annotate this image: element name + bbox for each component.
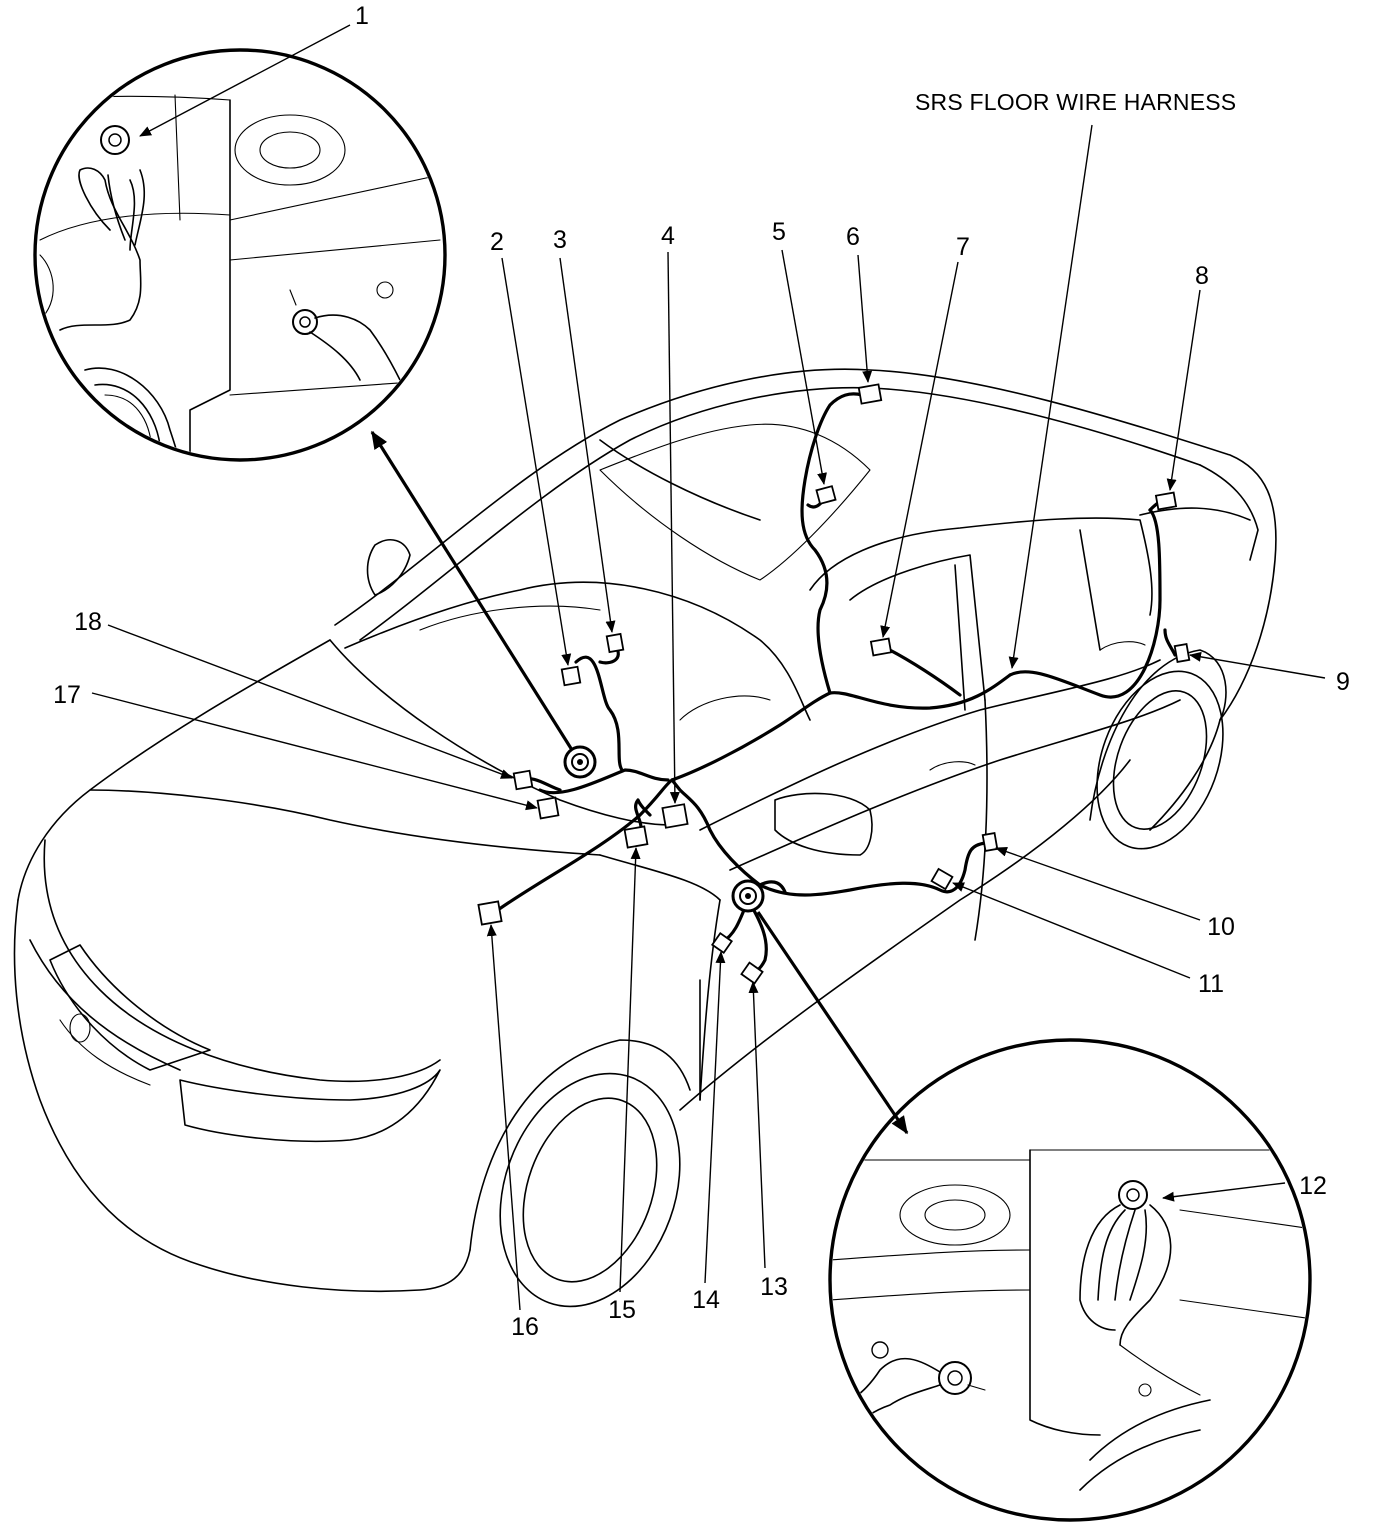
callout-3: 3 xyxy=(553,226,567,254)
connector-8 xyxy=(1154,491,1178,511)
callout-12: 12 xyxy=(1299,1172,1327,1200)
callout-1: 1 xyxy=(355,2,369,30)
connector-4 xyxy=(661,803,689,829)
connector-3 xyxy=(605,632,625,654)
callout-4: 4 xyxy=(661,222,675,250)
connector-17 xyxy=(536,796,560,820)
callout-5: 5 xyxy=(772,218,786,246)
detail-view-1 xyxy=(33,48,447,462)
callout-9: 9 xyxy=(1336,668,1350,696)
ground-point-front xyxy=(563,745,597,779)
leader-lines xyxy=(91,24,1326,1311)
callout-2: 2 xyxy=(490,228,504,256)
callout-16: 16 xyxy=(511,1313,539,1341)
connector-10 xyxy=(981,832,999,852)
callout-labels: SRS FLOOR WIRE HARNESS 1 2 3 4 5 6 7 8 9… xyxy=(53,2,1350,1341)
connector-11 xyxy=(930,867,954,891)
car-body-outline xyxy=(13,368,1277,1308)
callout-6: 6 xyxy=(846,223,860,251)
detail-view-12 xyxy=(828,1038,1312,1522)
callout-14: 14 xyxy=(692,1286,720,1314)
callout-18: 18 xyxy=(74,608,102,636)
callout-15: 15 xyxy=(608,1296,636,1324)
callout-7: 7 xyxy=(956,233,970,261)
callout-13: 13 xyxy=(760,1273,788,1301)
srs-floor-wire-harness xyxy=(493,392,1177,974)
callout-8: 8 xyxy=(1195,262,1209,290)
connector-18 xyxy=(512,769,534,791)
connector-5 xyxy=(815,485,837,505)
connector-9 xyxy=(1173,643,1191,663)
callout-17: 17 xyxy=(53,681,81,709)
connector-13 xyxy=(740,961,764,985)
connector-7 xyxy=(869,637,893,657)
callout-11: 11 xyxy=(1198,970,1224,998)
callout-10: 10 xyxy=(1207,913,1235,941)
connector-6 xyxy=(857,383,883,405)
connector-15 xyxy=(623,825,649,849)
ground-point-rear xyxy=(731,879,765,913)
connector-14 xyxy=(710,931,734,955)
connectors xyxy=(477,383,1191,985)
connector-16 xyxy=(477,900,503,926)
harness-label: SRS FLOOR WIRE HARNESS xyxy=(915,89,1236,115)
connector-2 xyxy=(560,665,582,687)
